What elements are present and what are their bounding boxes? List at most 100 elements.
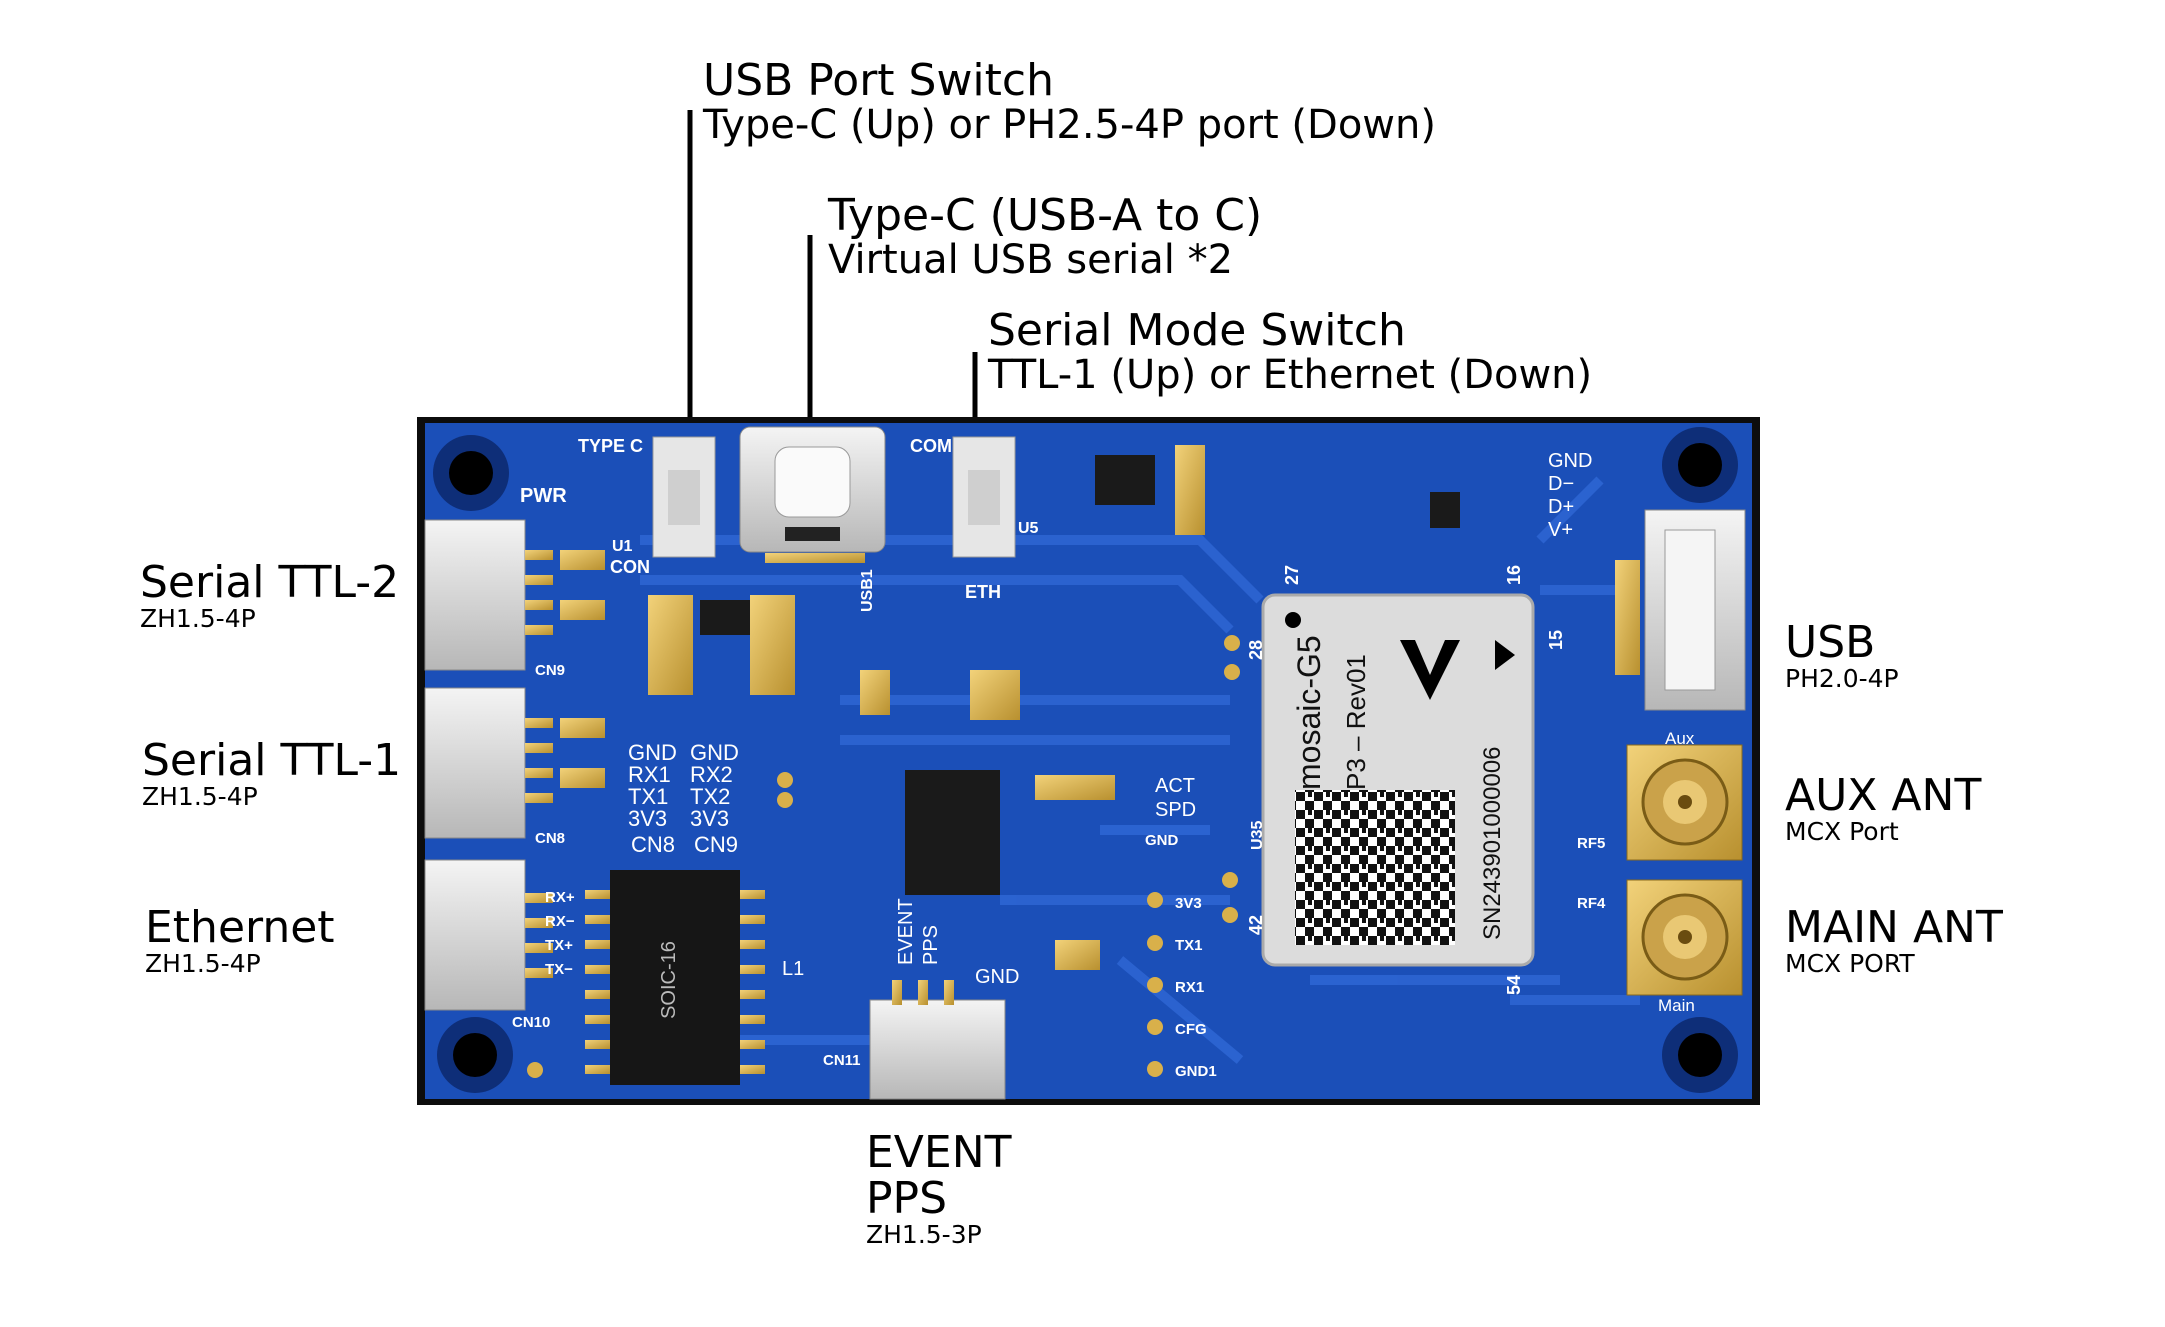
left-connectors <box>424 519 553 1011</box>
usb-port-switch <box>652 436 716 558</box>
test-points <box>527 635 1240 1078</box>
silk-cn9: CN9 <box>535 662 565 679</box>
callout-aux-ant-title: AUX ANT <box>1785 770 1982 821</box>
module-brand: mosaic-G5 <box>1291 635 1327 790</box>
silk-n42: 42 <box>1246 915 1266 935</box>
callout-usb-port-switch-sub: Type-C (Up) or PH2.5-4P port (Down) <box>703 102 1436 149</box>
silk-tp-cfg: CFG <box>1175 1021 1207 1038</box>
callout-serial-ttl2-sub: ZH1.5-4P <box>140 604 256 634</box>
silk-u35: U35 <box>1249 821 1266 850</box>
module-rev: P3 – Rev01 <box>1341 654 1371 790</box>
silkscreen: PWR TYPE C U1 CON USB1 COM U5 ETH GND D−… <box>512 436 1695 1080</box>
silk-act: ACT <box>1155 775 1195 797</box>
callout-ethernet-sub: ZH1.5-4P <box>145 949 261 979</box>
silk-main: Main <box>1658 996 1695 1015</box>
silk-cn8-label: CN8 <box>631 832 675 857</box>
silk-type-c: TYPE C <box>578 436 643 456</box>
silk-aux: Aux <box>1665 729 1695 748</box>
passives <box>560 445 1640 970</box>
callout-pps-title: PPS <box>866 1173 947 1225</box>
callout-main-ant-sub: MCX PORT <box>1785 949 1915 979</box>
callout-serial-ttl1-sub: ZH1.5-4P <box>142 782 258 812</box>
silk-txminus: TX− <box>545 961 573 978</box>
silk-cn8: CN8 <box>535 830 565 847</box>
module-serial: SN243901000006 <box>1479 746 1506 940</box>
silk-cn9-label: CN9 <box>694 832 738 857</box>
callout-main-ant: MAIN ANT MCX PORT <box>1785 902 2003 979</box>
callout-type-c-sub: Virtual USB serial *2 <box>828 237 1234 284</box>
silk-tp-gnd: GND <box>1145 832 1179 849</box>
callout-usb-port-switch-title: USB Port Switch <box>703 55 1054 106</box>
silk-tp-gnd1: GND1 <box>1175 1063 1217 1080</box>
callout-usb-title: USB <box>1785 617 1876 668</box>
silk-eth: ETH <box>965 582 1001 602</box>
event-pps-connector <box>869 980 1006 1100</box>
silk-cn10: CN10 <box>512 1014 550 1031</box>
silk-cn9-pin1: GND <box>690 740 739 765</box>
callout-aux-ant-sub: MCX Port <box>1785 817 1899 847</box>
silk-cn8-pin4: 3V3 <box>628 806 667 831</box>
silk-rxminus: RX− <box>545 913 575 930</box>
callout-event-pps-sub: ZH1.5-3P <box>866 1220 982 1250</box>
silk-con: CON <box>610 557 650 577</box>
gnss-module: mosaic-G5 P3 – Rev01 SN243901000006 <box>1261 593 1535 967</box>
callout-serial-mode-switch-title: Serial Mode Switch <box>988 305 1406 356</box>
aux-antenna-port <box>1626 744 1743 861</box>
silk-com: COM <box>910 436 952 456</box>
silk-event: EVENT <box>895 898 917 965</box>
silk-tp-rx1: RX1 <box>1175 979 1204 996</box>
silk-rf5: RF5 <box>1577 835 1605 852</box>
silk-n16: 16 <box>1504 565 1524 585</box>
module-datamatrix <box>1295 790 1455 945</box>
callout-serial-ttl1-title: Serial TTL-1 <box>142 735 402 786</box>
silk-cn11: CN11 <box>823 1052 861 1069</box>
silk-cn9-pin4: 3V3 <box>690 806 729 831</box>
callout-aux-ant: AUX ANT MCX Port <box>1785 770 1982 847</box>
silk-u1: U1 <box>612 538 633 555</box>
serial-mode-switch <box>952 436 1016 558</box>
mounting-holes <box>433 427 1738 1093</box>
silk-pwr: PWR <box>520 485 567 507</box>
callout-serial-ttl2-title: Serial TTL-2 <box>140 557 400 608</box>
silk-txplus: TX+ <box>545 937 573 954</box>
silk-dplus: D+ <box>1548 496 1574 518</box>
silk-gnd-event: GND <box>975 966 1019 988</box>
callout-main-ant-title: MAIN ANT <box>1785 902 2003 953</box>
type-c-receptacle <box>739 426 886 563</box>
pcb-board: SOIC-16 mosaic-G5 P3 – Rev01 SN243901000… <box>417 417 1760 1105</box>
usb-ph20-connector <box>1644 509 1746 711</box>
leader-lines <box>687 110 978 425</box>
callout-serial-mode-switch-sub: TTL-1 (Up) or Ethernet (Down) <box>988 352 1593 399</box>
callout-event-title: EVENT <box>866 1127 1012 1178</box>
silk-rxplus: RX+ <box>545 889 575 906</box>
silk-cn8-pin2: RX1 <box>628 762 671 787</box>
silk-cn8-pin3: TX1 <box>628 784 668 809</box>
silk-cn9-pin3: TX2 <box>690 784 730 809</box>
traces <box>640 476 1640 1064</box>
silk-vplus: V+ <box>1548 519 1573 541</box>
callout-serial-mode-switch: Serial Mode Switch TTL-1 (Up) or Etherne… <box>988 305 1593 399</box>
silk-spd: SPD <box>1155 799 1196 821</box>
silk-n15: 15 <box>1546 630 1566 650</box>
callout-event-pps: EVENT PPS ZH1.5-3P <box>866 1127 1012 1250</box>
silk-pps: PPS <box>920 925 942 965</box>
silk-usb1: USB1 <box>859 569 876 612</box>
silk-tp-tx1: TX1 <box>1175 937 1203 954</box>
silk-tp-3v3: 3V3 <box>1175 895 1202 912</box>
silk-n28: 28 <box>1246 640 1266 660</box>
callout-ethernet: Ethernet ZH1.5-4P <box>145 902 335 979</box>
silk-l1: L1 <box>782 958 804 980</box>
silk-cn8-pin1: GND <box>628 740 677 765</box>
callout-usb-sub: PH2.0-4P <box>1785 664 1899 694</box>
callout-serial-ttl1: Serial TTL-1 ZH1.5-4P <box>142 735 402 812</box>
soic16-label: SOIC-16 <box>658 941 680 1019</box>
callout-ethernet-title: Ethernet <box>145 902 335 953</box>
silk-rf4: RF4 <box>1577 895 1606 912</box>
silk-u5: U5 <box>1018 520 1039 537</box>
callout-usb-port-switch: USB Port Switch Type-C (Up) or PH2.5-4P … <box>703 55 1436 149</box>
callout-type-c: Type-C (USB-A to C) Virtual USB serial *… <box>828 192 1262 284</box>
silk-n54: 54 <box>1504 975 1524 995</box>
silk-cn9-pin2: RX2 <box>690 762 733 787</box>
silk-dminus: D− <box>1548 473 1574 495</box>
